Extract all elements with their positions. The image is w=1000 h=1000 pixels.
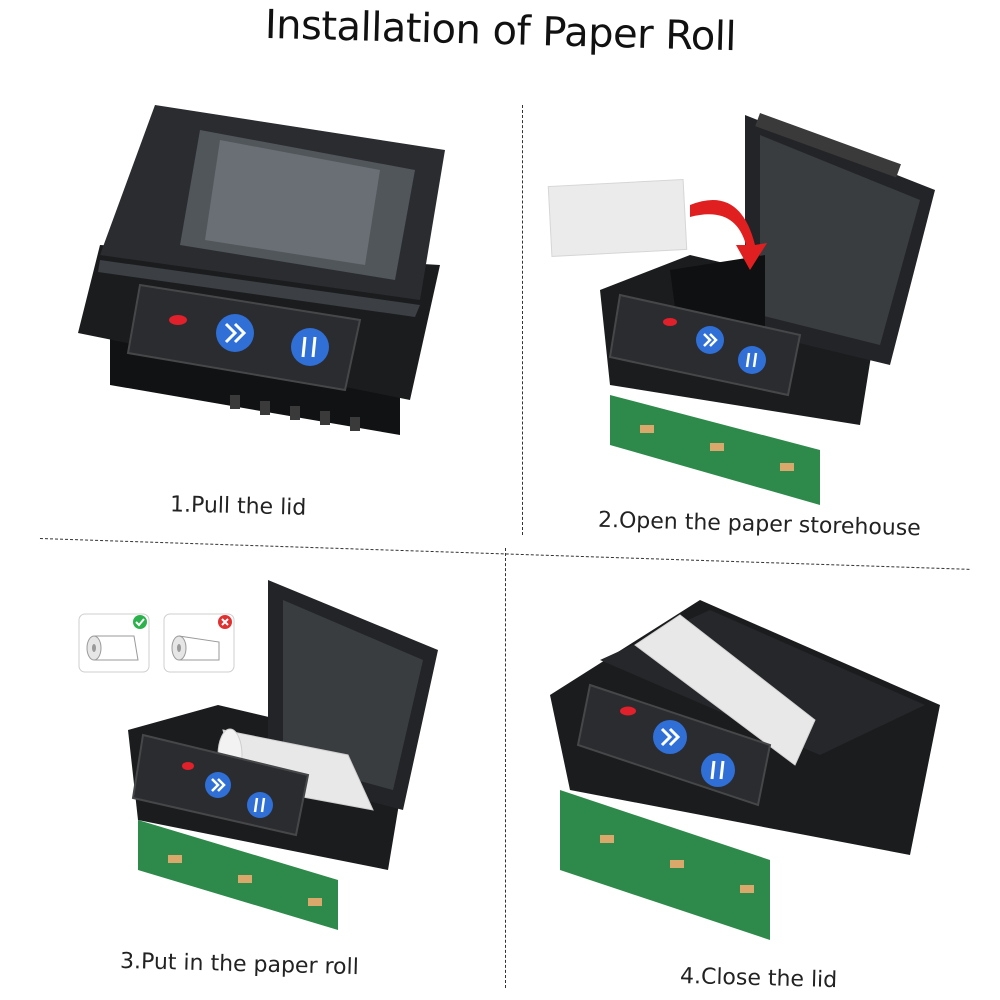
step-4-caption: 4.Close the lid bbox=[679, 963, 838, 994]
pause-button-icon bbox=[247, 792, 273, 818]
divider-vertical-bottom bbox=[505, 548, 506, 988]
step-1-caption: 1.Pull the lid bbox=[169, 492, 307, 521]
printer-lid-open bbox=[547, 113, 935, 505]
pause-button-icon bbox=[701, 753, 735, 787]
printer-closed-with-paper bbox=[550, 600, 940, 940]
page-title: Installation of Paper Roll bbox=[264, 1, 737, 61]
pause-button-icon bbox=[291, 328, 329, 366]
curved-arrow-icon bbox=[690, 200, 767, 270]
roll-orientation-wrong bbox=[163, 613, 235, 673]
step-3-caption: 3.Put in the paper roll bbox=[119, 948, 360, 981]
feed-button-icon bbox=[205, 772, 231, 798]
printer-with-roll bbox=[128, 580, 438, 930]
roll-orientation-correct bbox=[78, 613, 150, 673]
feed-button-icon bbox=[216, 314, 254, 352]
divider-vertical-top bbox=[522, 105, 523, 535]
feed-button-icon bbox=[696, 326, 724, 354]
feed-button-icon bbox=[653, 720, 687, 754]
printer-lid-closed bbox=[78, 105, 445, 435]
check-badge-icon bbox=[133, 615, 147, 629]
pause-button-icon bbox=[738, 346, 766, 374]
